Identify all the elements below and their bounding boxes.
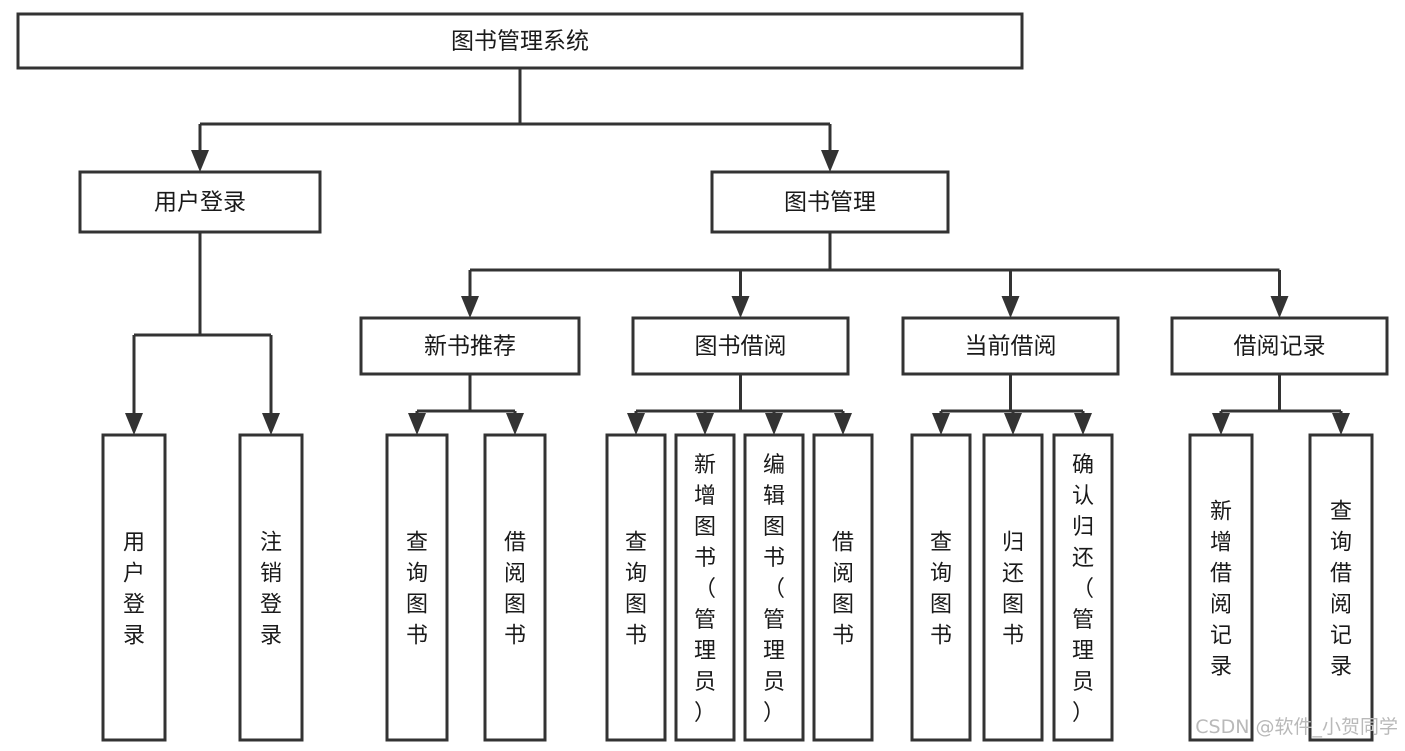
node-box-leaf-borrow-book[interactable] [812, 433, 874, 742]
node-leaf-query-books-borrow[interactable]: 查询图书 [605, 433, 667, 742]
node-leaf-user-login[interactable]: 用户登录 [101, 433, 167, 742]
arrow-head-user-login [191, 150, 209, 172]
node-current-borrow[interactable]: 当前借阅 [901, 316, 1120, 376]
node-label-leaf-add-borrow-record: 新增借阅记录 [1210, 500, 1232, 680]
arrow-head-borrow-record [1270, 296, 1289, 318]
node-label-leaf-add-book: 新增图书（管理员） [694, 453, 716, 726]
arrow-head-leaf-borrow-books-recommend [506, 413, 524, 435]
node-leaf-query-books-recommend[interactable]: 查询图书 [385, 433, 449, 742]
arrow-head-leaf-add-borrow-record [1212, 413, 1230, 435]
node-label-leaf-confirm-return: 确认归还（管理员） [1072, 453, 1094, 726]
arrow-head-book-management [821, 150, 839, 172]
node-box-borrow-record[interactable] [1170, 316, 1389, 376]
node-book-management[interactable]: 图书管理 [710, 170, 950, 234]
node-new-book-recommend[interactable]: 新书推荐 [359, 316, 581, 376]
arrow-head-leaf-confirm-return [1074, 413, 1092, 435]
nodes-layer: 图书管理系统用户登录图书管理新书推荐图书借阅当前借阅借阅记录用户登录注销登录查询… [16, 12, 1389, 742]
node-box-leaf-query-books-recommend[interactable] [385, 433, 449, 742]
node-box-leaf-return-book[interactable] [982, 433, 1044, 742]
node-label-borrow-record: 借阅记录 [1234, 334, 1326, 360]
node-box-leaf-query-borrow-record[interactable] [1308, 433, 1374, 742]
node-label-leaf-return-book: 归还图书 [1002, 531, 1024, 649]
node-box-book-borrow[interactable] [631, 316, 850, 376]
node-box-leaf-user-logout[interactable] [238, 433, 304, 742]
node-box-leaf-borrow-books-recommend[interactable] [483, 433, 547, 742]
node-label-leaf-query-books-current: 查询图书 [930, 531, 952, 649]
arrow-head-leaf-query-books-borrow [627, 413, 645, 435]
node-book-borrow[interactable]: 图书借阅 [631, 316, 850, 376]
node-box-new-book-recommend[interactable] [359, 316, 581, 376]
arrow-head-leaf-user-login [125, 413, 143, 435]
arrow-head-book-borrow [731, 296, 750, 318]
node-leaf-query-borrow-record[interactable]: 查询借阅记录 [1308, 433, 1374, 742]
arrow-head-leaf-add-book [696, 413, 714, 435]
node-label-leaf-user-logout: 注销登录 [260, 531, 282, 649]
node-root[interactable]: 图书管理系统 [16, 12, 1024, 70]
arrow-head-leaf-query-books-current [932, 413, 950, 435]
node-leaf-query-books-current[interactable]: 查询图书 [910, 433, 972, 742]
node-box-leaf-user-login[interactable] [101, 433, 167, 742]
node-leaf-add-borrow-record[interactable]: 新增借阅记录 [1188, 433, 1254, 742]
node-box-leaf-query-books-current[interactable] [910, 433, 972, 742]
node-box-leaf-add-book[interactable] [674, 433, 736, 742]
node-label-user-login: 用户登录 [154, 190, 246, 216]
node-leaf-confirm-return[interactable]: 确认归还（管理员） [1052, 433, 1114, 742]
node-label-leaf-edit-book: 编辑图书（管理员） [763, 453, 785, 726]
node-box-current-borrow[interactable] [901, 316, 1120, 376]
node-leaf-borrow-books-recommend[interactable]: 借阅图书 [483, 433, 547, 742]
node-label-leaf-query-books-borrow: 查询图书 [625, 531, 647, 649]
node-box-book-management[interactable] [710, 170, 950, 234]
node-label-leaf-user-login: 用户登录 [123, 531, 145, 649]
connectors-layer [125, 68, 1350, 435]
arrow-head-leaf-query-borrow-record [1332, 413, 1350, 435]
node-box-root[interactable] [16, 12, 1024, 70]
node-leaf-add-book[interactable]: 新增图书（管理员） [674, 433, 736, 742]
node-label-root: 图书管理系统 [451, 29, 589, 55]
arrow-head-current-borrow [1001, 296, 1020, 318]
arrow-head-leaf-query-books-recommend [408, 413, 426, 435]
arrow-head-leaf-borrow-book [834, 413, 852, 435]
node-label-leaf-query-books-recommend: 查询图书 [406, 531, 428, 649]
node-user-login[interactable]: 用户登录 [78, 170, 322, 234]
node-leaf-user-logout[interactable]: 注销登录 [238, 433, 304, 742]
node-box-leaf-edit-book[interactable] [743, 433, 805, 742]
node-leaf-borrow-book[interactable]: 借阅图书 [812, 433, 874, 742]
arrow-head-leaf-user-logout [262, 413, 280, 435]
node-label-current-borrow: 当前借阅 [965, 334, 1057, 360]
node-label-book-borrow: 图书借阅 [695, 334, 787, 360]
node-label-leaf-borrow-book: 借阅图书 [832, 531, 854, 649]
csdn-watermark: CSDN @软件_小贺同学 [1195, 716, 1398, 738]
arrow-head-leaf-return-book [1004, 413, 1022, 435]
node-label-new-book-recommend: 新书推荐 [424, 334, 516, 360]
node-borrow-record[interactable]: 借阅记录 [1170, 316, 1389, 376]
node-box-user-login[interactable] [78, 170, 322, 234]
node-label-leaf-query-borrow-record: 查询借阅记录 [1330, 500, 1352, 680]
arrow-head-new-book-recommend [461, 296, 479, 318]
node-label-leaf-borrow-books-recommend: 借阅图书 [504, 531, 526, 649]
node-box-leaf-confirm-return[interactable] [1052, 433, 1114, 742]
node-box-leaf-add-borrow-record[interactable] [1188, 433, 1254, 742]
node-leaf-edit-book[interactable]: 编辑图书（管理员） [743, 433, 805, 742]
node-box-leaf-query-books-borrow[interactable] [605, 433, 667, 742]
node-leaf-return-book[interactable]: 归还图书 [982, 433, 1044, 742]
node-label-book-management: 图书管理 [784, 190, 876, 216]
arrow-head-leaf-edit-book [765, 413, 783, 435]
